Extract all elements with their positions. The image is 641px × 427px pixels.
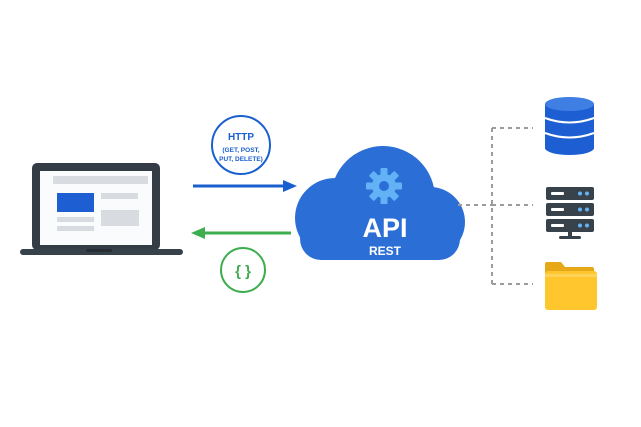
database-icon	[544, 97, 595, 155]
api-title: API	[362, 213, 407, 243]
request-arrow	[193, 180, 297, 192]
laptop-icon	[20, 163, 183, 255]
http-request-badge: HTTP (GET, POST, PUT, DELETE)	[211, 115, 271, 175]
http-label: HTTP	[228, 132, 254, 143]
resource-connectors	[458, 127, 533, 285]
http-methods-line2: PUT, DELETE)	[219, 156, 263, 163]
server-icon	[546, 187, 594, 239]
json-response-badge: { }	[220, 247, 266, 293]
http-methods-line1: (GET, POST,	[222, 147, 259, 154]
json-braces: { }	[235, 263, 251, 280]
folder-icon	[545, 262, 597, 310]
response-arrow	[191, 227, 291, 239]
api-subtitle: REST	[369, 244, 402, 258]
gear-icon	[366, 168, 402, 204]
api-cloud: API REST	[295, 146, 465, 260]
